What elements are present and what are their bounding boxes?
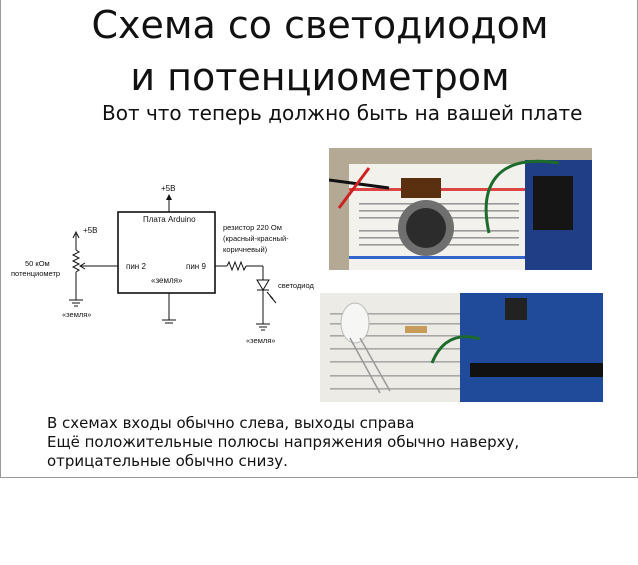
led-symbol [256,279,270,291]
potentiometer-label-2: потенциометр [11,269,60,278]
breadboard-photo-top [329,148,592,270]
resistor-label-2: (красный-красный- [223,234,289,243]
board-label: Плата Arduino [143,215,196,224]
vcc-label-top: +5В [161,184,175,193]
led-label: светодиод [278,281,315,290]
pin-out-label: пин 9 [186,262,206,271]
note-line-2: Ещё положительные полюсы напряжения обыч… [47,433,520,451]
note-line-3: отрицательные обычно снизу. [47,452,288,470]
slide-title-line-2: и потенциометром [130,55,510,99]
slide: Схема со светодиодом и потенциометром Во… [0,0,638,478]
resistor-label-3: коричневый) [223,245,268,254]
slide-subtitle: Вот что теперь должно быть на вашей плат… [102,101,583,125]
circuit-schematic: +5В +5В Плата Arduino 50 кОм потенциомет… [11,184,315,345]
potentiometer-label-1: 50 кОм [25,259,50,268]
arduino-board-box [117,211,216,294]
board-ground-label: «земля» [151,276,183,285]
note-line-1: В схемах входы обычно слева, выходы спра… [47,414,415,432]
potentiometer-symbol [71,249,81,273]
breadboard-photo-bottom [320,293,603,402]
notes-block: В схемах входы обычно слева, выходы спра… [47,414,519,471]
pin-in-label: пин 2 [126,262,146,271]
resistor-symbol [226,260,247,272]
resistor-label-1: резистор 220 Ом [223,223,282,232]
slide-title-line-1: Схема со светодиодом [91,3,549,47]
ground-right-label: «земля» [246,336,275,345]
vcc-label-left: +5В [83,226,97,235]
ground-left-label: «земля» [62,310,91,319]
